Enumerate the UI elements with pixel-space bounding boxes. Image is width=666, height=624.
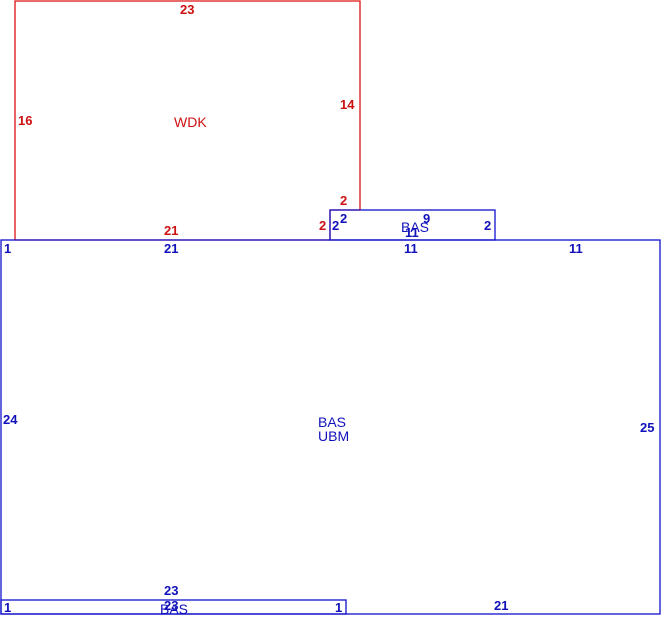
bas-bottom-outline	[0, 599, 347, 615]
wdk-dim-right: 14	[340, 97, 355, 112]
bas-bottom-dim-inner: 23	[164, 598, 178, 613]
main-dim-corner: 1	[4, 241, 11, 256]
bas-bumpout-area: 2 2 9 11 2 BAS	[329, 209, 496, 241]
bas-bumpout-dim-bottom: 11	[405, 225, 419, 240]
bas-bottom-area: 23 23 1 1 BAS	[0, 583, 347, 617]
main-dim-top-c: 11	[569, 241, 583, 256]
main-dim-top-b: 11	[404, 241, 418, 256]
bas-bumpout-dim-right: 2	[484, 218, 491, 233]
main-label-ubm: UBM	[318, 428, 349, 444]
bas-bumpout-dim-left-a: 2	[340, 211, 347, 226]
wdk-dim-top: 23	[180, 2, 194, 17]
bas-bottom-dim-left: 1	[4, 600, 11, 615]
main-dim-top-a: 21	[164, 241, 178, 256]
bas-bumpout-label: BAS	[401, 219, 429, 235]
bas-bottom-dim-right: 1	[335, 600, 342, 615]
wdk-dim-bottom: 21	[164, 223, 178, 238]
bas-bumpout-dim-left-b: 2	[332, 218, 339, 233]
wdk-dim-left: 16	[18, 113, 32, 128]
wdk-dim-step-a: 2	[340, 193, 347, 208]
main-dim-right: 25	[640, 420, 654, 435]
wdk-dim-step-b: 2	[319, 218, 326, 233]
wdk-outline	[14, 0, 361, 240]
main-dim-bottom: 21	[494, 598, 508, 613]
bas-bottom-dim-top: 23	[164, 583, 178, 598]
wdk-label: WDK	[174, 114, 207, 130]
main-label-bas: BAS	[318, 414, 346, 430]
wdk-area: 23 16 14 2 2 21 WDK	[14, 0, 361, 241]
main-dim-left: 24	[3, 412, 18, 427]
bas-bumpout-dim-top: 9	[423, 211, 430, 226]
bas-bottom-label: BAS	[160, 601, 188, 617]
main-area: 1 21 11 11 24 25 21 BAS UBM	[0, 239, 661, 615]
